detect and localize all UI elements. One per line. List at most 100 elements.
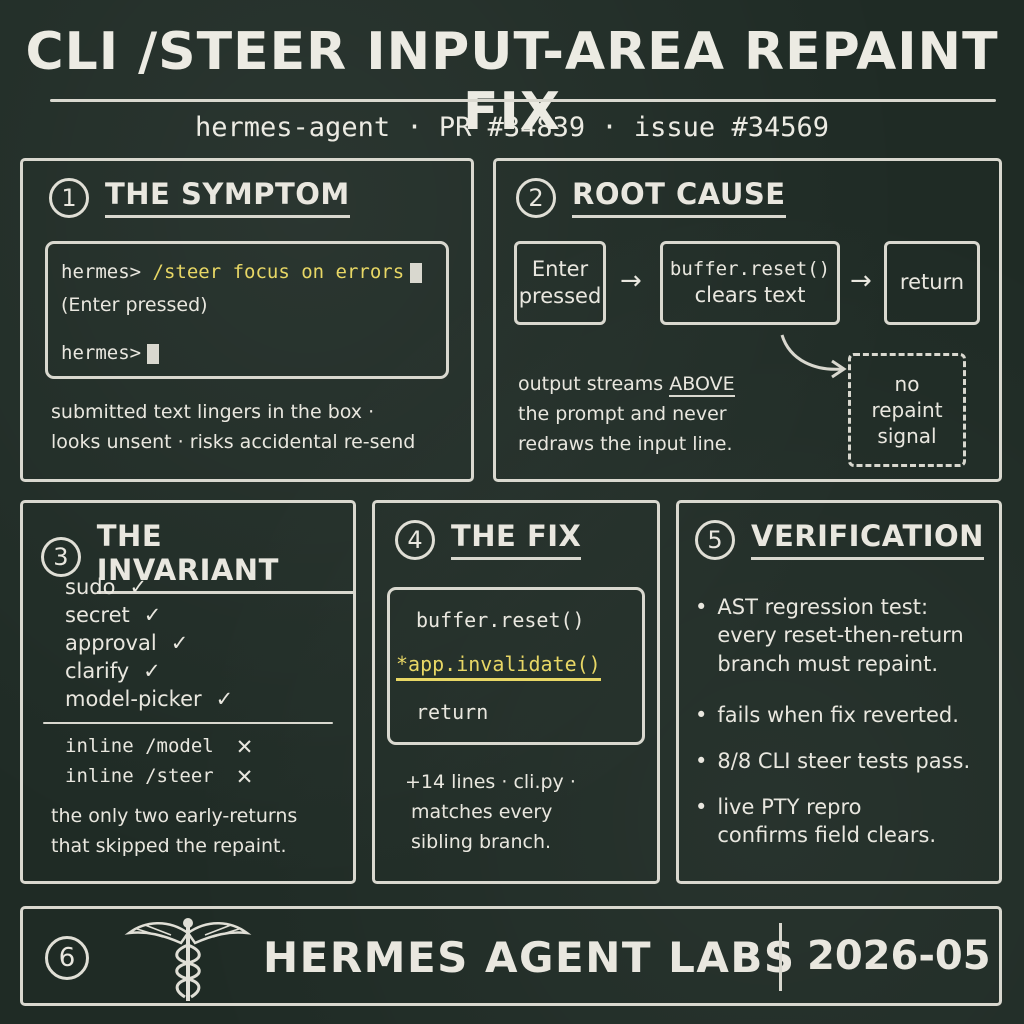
item-label: model-picker bbox=[65, 687, 202, 711]
section-invariant-header: 3 THE INVARIANT bbox=[41, 519, 353, 594]
root-note-3: redraws the input line. bbox=[518, 433, 733, 455]
note-emphasis: ABOVE bbox=[669, 373, 735, 397]
symptom-caption-1: submitted text lingers in the box · bbox=[51, 401, 375, 423]
cursor-icon bbox=[410, 262, 423, 283]
section-number: 5 bbox=[695, 519, 735, 560]
footer-bar: 6 HERMES AGENT LABS 2026-05 bbox=[20, 906, 1002, 1006]
terminal-box: hermes> /steer focus on errors (Enter pr… bbox=[45, 241, 449, 379]
verification-bullet: • live PTY repro confirms field clears. bbox=[695, 793, 936, 850]
bullet-text: branch must repaint. bbox=[717, 651, 939, 676]
invariant-ok-item: model-picker✓ bbox=[65, 687, 233, 711]
section-title: THE INVARIANT bbox=[96, 519, 353, 594]
flow-text: pressed bbox=[518, 284, 602, 308]
item-label: sudo bbox=[65, 575, 116, 599]
page-subtitle: hermes-agent · PR #34839 · issue #34569 bbox=[195, 112, 829, 143]
star-icon: * bbox=[396, 652, 409, 676]
code-box: buffer.reset() *app.invalidate() return bbox=[387, 587, 645, 745]
fix-caption-3: sibling branch. bbox=[411, 831, 552, 853]
invariant-ok-item: clarify ✓ bbox=[65, 659, 161, 683]
check-icon: ✓ bbox=[143, 659, 161, 683]
root-note-2: the prompt and never bbox=[518, 403, 727, 425]
section-title: VERIFICATION bbox=[751, 519, 984, 560]
page-title: CLI /STEER INPUT-AREA REPAINT FIX bbox=[25, 22, 999, 142]
section-number: 3 bbox=[41, 536, 81, 577]
divider bbox=[43, 722, 333, 724]
bullet-text: live PTY repro bbox=[717, 795, 862, 819]
flow-text: no bbox=[894, 372, 920, 396]
item-label: secret bbox=[65, 603, 130, 627]
flow-buffer-reset: buffer.reset()clears text bbox=[660, 241, 840, 325]
section-number: 2 bbox=[516, 177, 556, 218]
code-line-3: return bbox=[416, 700, 489, 724]
bullet-text: every reset-then-return bbox=[717, 623, 964, 648]
terminal-prompt: hermes> bbox=[61, 261, 142, 283]
section-fix-header: 4 THE FIX bbox=[395, 519, 582, 560]
footer-divider bbox=[779, 923, 782, 991]
bullet-text: AST regression test: bbox=[717, 595, 929, 619]
invariant-bad-item: inline /steer✕ bbox=[65, 765, 253, 789]
flow-text: signal bbox=[877, 424, 937, 448]
arrow-icon: → bbox=[620, 266, 642, 296]
flow-no-repaint: no repaint signal bbox=[848, 353, 966, 467]
verification-bullet: •fails when fix reverted. bbox=[695, 701, 959, 729]
cursor-icon bbox=[147, 343, 160, 364]
invariant-caption-1: the only two early-returns bbox=[51, 805, 298, 827]
item-label: inline /model bbox=[65, 735, 214, 757]
bullet-icon: • bbox=[695, 595, 708, 619]
section-title: ROOT CAUSE bbox=[572, 177, 786, 218]
section-verification-header: 5 VERIFICATION bbox=[695, 519, 984, 560]
section-number: 6 bbox=[45, 936, 89, 980]
bullet-icon: • bbox=[695, 795, 708, 819]
flow-text: buffer.reset() bbox=[669, 258, 831, 280]
invariant-ok-item: sudo ✓ bbox=[65, 575, 147, 599]
terminal-line-1: hermes> /steer focus on errors bbox=[61, 261, 423, 283]
terminal-prompt: hermes> bbox=[61, 342, 142, 364]
verification-bullet: • AST regression test: every reset-then-r… bbox=[695, 593, 964, 678]
footer-date: 2026-05 bbox=[807, 933, 991, 979]
symptom-caption-2: looks unsent · risks accidental re-send bbox=[51, 431, 416, 453]
bullet-text: confirms field clears. bbox=[717, 823, 937, 848]
bullet-icon: • bbox=[695, 703, 708, 727]
fix-caption-2: matches every bbox=[411, 801, 553, 823]
brand-name: HERMES AGENT LABS bbox=[263, 933, 796, 982]
bullet-text: 8/8 CLI steer tests pass. bbox=[717, 749, 971, 773]
note-text: output streams bbox=[518, 373, 664, 395]
terminal-note: (Enter pressed) bbox=[61, 294, 208, 316]
invariant-ok-item: secret ✓ bbox=[65, 603, 161, 627]
section-symptom-header: 1 THE SYMPTOM bbox=[49, 177, 350, 218]
flow-return: return bbox=[884, 241, 980, 325]
item-label: clarify bbox=[65, 659, 130, 683]
check-icon: ✓ bbox=[143, 603, 162, 627]
fix-caption-1: +14 lines · cli.py · bbox=[405, 771, 576, 793]
section-root-cause: 2 ROOT CAUSE Enter pressed → buffer.reset… bbox=[493, 158, 1002, 482]
section-symptom: 1 THE SYMPTOM hermes> /steer focus on er… bbox=[20, 158, 474, 482]
section-invariant: 3 THE INVARIANT sudo✓ secret✓ approval✓ … bbox=[20, 500, 356, 884]
code-line-2: *app.invalidate() bbox=[396, 652, 601, 681]
code-line-1: buffer.reset() bbox=[416, 608, 585, 632]
flow-text: return bbox=[899, 270, 965, 295]
section-number: 4 bbox=[395, 519, 435, 560]
flow-text: repaint bbox=[871, 398, 943, 422]
section-title: THE FIX bbox=[451, 519, 582, 560]
root-note-1: output streams ABOVE bbox=[518, 373, 735, 397]
flow-enter-pressed: Enter pressed bbox=[514, 241, 606, 325]
invariant-ok-item: approval✓ bbox=[65, 631, 188, 655]
terminal-line-2: hermes> bbox=[61, 342, 160, 364]
invariant-bad-item: inline /model ✕ bbox=[65, 735, 253, 759]
verification-bullet: •8/8 CLI steer tests pass. bbox=[695, 747, 970, 775]
section-verification: 5 VERIFICATION • AST regression test: eve… bbox=[676, 500, 1002, 884]
terminal-command: /steer focus on errors bbox=[152, 261, 405, 283]
section-fix: 4 THE FIX buffer.reset() *app.invalidate… bbox=[372, 500, 660, 884]
item-label: approval bbox=[65, 631, 157, 655]
caduceus-icon bbox=[124, 918, 252, 1001]
flow-text: clears text bbox=[694, 282, 806, 307]
flow-text: Enter bbox=[531, 256, 589, 281]
check-icon: ✓ bbox=[129, 575, 148, 599]
arrow-icon: → bbox=[850, 266, 872, 296]
cross-icon: ✕ bbox=[235, 735, 254, 759]
section-root-cause-header: 2 ROOT CAUSE bbox=[516, 177, 786, 218]
cross-icon: ✕ bbox=[235, 765, 254, 789]
section-title: THE SYMPTOM bbox=[105, 177, 350, 218]
invariant-caption-2: that skipped the repaint. bbox=[51, 835, 287, 857]
section-number: 1 bbox=[49, 177, 89, 218]
